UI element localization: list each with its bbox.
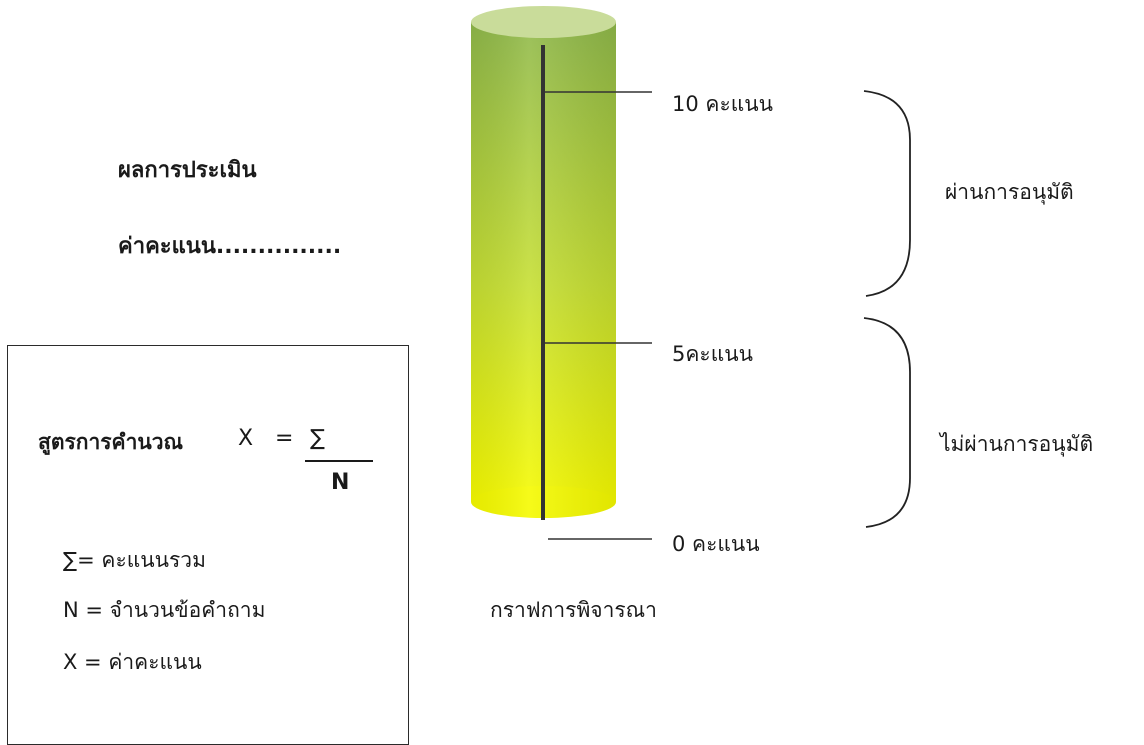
formula-sum-symbol: ∑ bbox=[310, 426, 325, 451]
evaluation-scale-diagram bbox=[471, 6, 911, 540]
score-label: ค่าคะแนน............... bbox=[118, 234, 342, 259]
legend-item-n: N = จำนวนข้อคำถาม bbox=[63, 598, 266, 622]
band-label-fail: ไม่ผ่านการอนุมัติ bbox=[940, 432, 1094, 456]
scale-mark-5: 5คะแนน bbox=[672, 342, 753, 366]
legend-item-sum: ∑= คะแนนรวม bbox=[63, 548, 206, 572]
formula-box: สูตรการคำนวณ X = ∑ N ∑= คะแนนรวม N = จำน… bbox=[7, 345, 409, 745]
formula-n-symbol: N bbox=[331, 470, 350, 495]
brace-fail bbox=[863, 317, 911, 528]
formula-equals-sign: = bbox=[275, 426, 294, 451]
cylinder-cap bbox=[471, 6, 616, 38]
scale-mark-0: 0 คะแนน bbox=[672, 532, 760, 556]
legend-item-x: X = ค่าคะแนน bbox=[63, 650, 202, 674]
brace-pass bbox=[863, 90, 911, 297]
formula-x-symbol: X bbox=[238, 426, 254, 451]
graph-caption: กราฟการพิจารณา bbox=[490, 598, 657, 622]
result-title: ผลการประเมิน bbox=[118, 158, 257, 183]
band-label-pass: ผ่านการอนุมัติ bbox=[945, 180, 1074, 204]
formula-label: สูตรการคำนวณ bbox=[38, 430, 183, 454]
scale-mark-10: 10 คะแนน bbox=[672, 92, 773, 116]
formula-fraction-bar bbox=[305, 460, 373, 462]
